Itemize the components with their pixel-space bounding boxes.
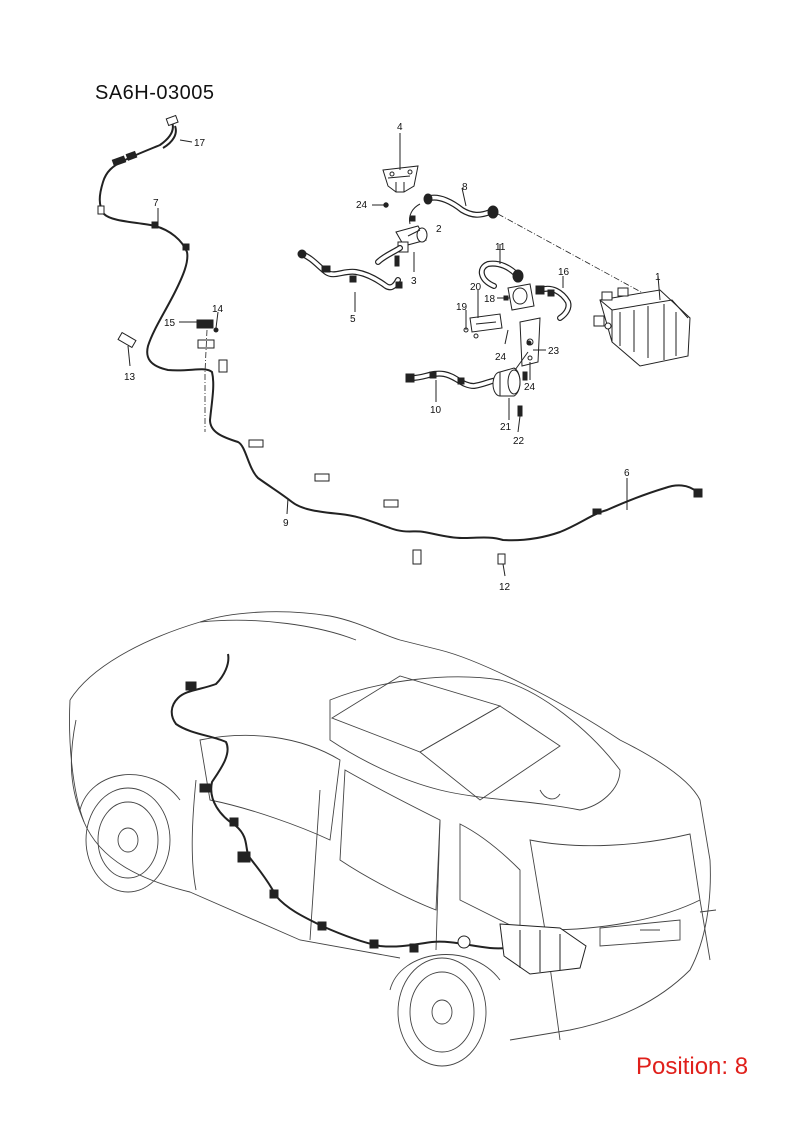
callout-17: 17 [194,138,206,149]
callout-8: 8 [462,182,468,193]
bracket-part-4 [382,165,419,193]
leader-lines [127,133,661,577]
callout-4: 4 [397,122,403,133]
callout-12: 12 [499,582,511,593]
callout-11: 11 [495,242,506,253]
callout-10: 10 [430,405,442,416]
callout-5: 5 [350,314,356,325]
hose-part-5 [297,245,403,291]
vehicle-illustration [69,611,717,1067]
callout-14: 14 [212,304,224,315]
callout-18: 18 [484,294,496,305]
callout-1: 1 [655,272,661,283]
callout-19: 19 [456,302,468,313]
fasteners [196,202,532,381]
callout-24: 24 [495,352,507,363]
callout-16: 16 [558,267,570,278]
callout-21: 21 [500,422,512,433]
callout-15: 15 [164,318,176,329]
callout-24: 24 [524,382,536,393]
callout-9: 9 [283,518,289,529]
callout-numbers: 4 24 2 3 5 8 11 1 16 18 20 19 24 23 24 1… [124,122,661,593]
hose-part-10 [405,351,529,390]
callout-3: 3 [411,276,417,287]
valve-part-18 [503,283,535,311]
callout-2: 2 [436,224,442,235]
callout-6: 6 [624,468,630,479]
callout-22: 22 [513,436,525,447]
bracket-part-20 [463,313,503,339]
hose-part-11 [478,260,524,289]
filter-part-21 [492,367,523,417]
hose-part-16 [535,285,572,321]
callout-24: 24 [356,200,368,211]
callout-13: 13 [124,372,136,383]
hose-part-8 [409,193,653,299]
callout-7: 7 [153,198,159,209]
callout-20: 20 [470,282,482,293]
position-label: Position: 8 [636,1053,749,1080]
canister-part-1 [593,287,691,367]
callout-23: 23 [548,346,560,357]
diagram-code: SA6H-03005 [95,82,215,104]
vapor-line-assembly [97,114,703,565]
